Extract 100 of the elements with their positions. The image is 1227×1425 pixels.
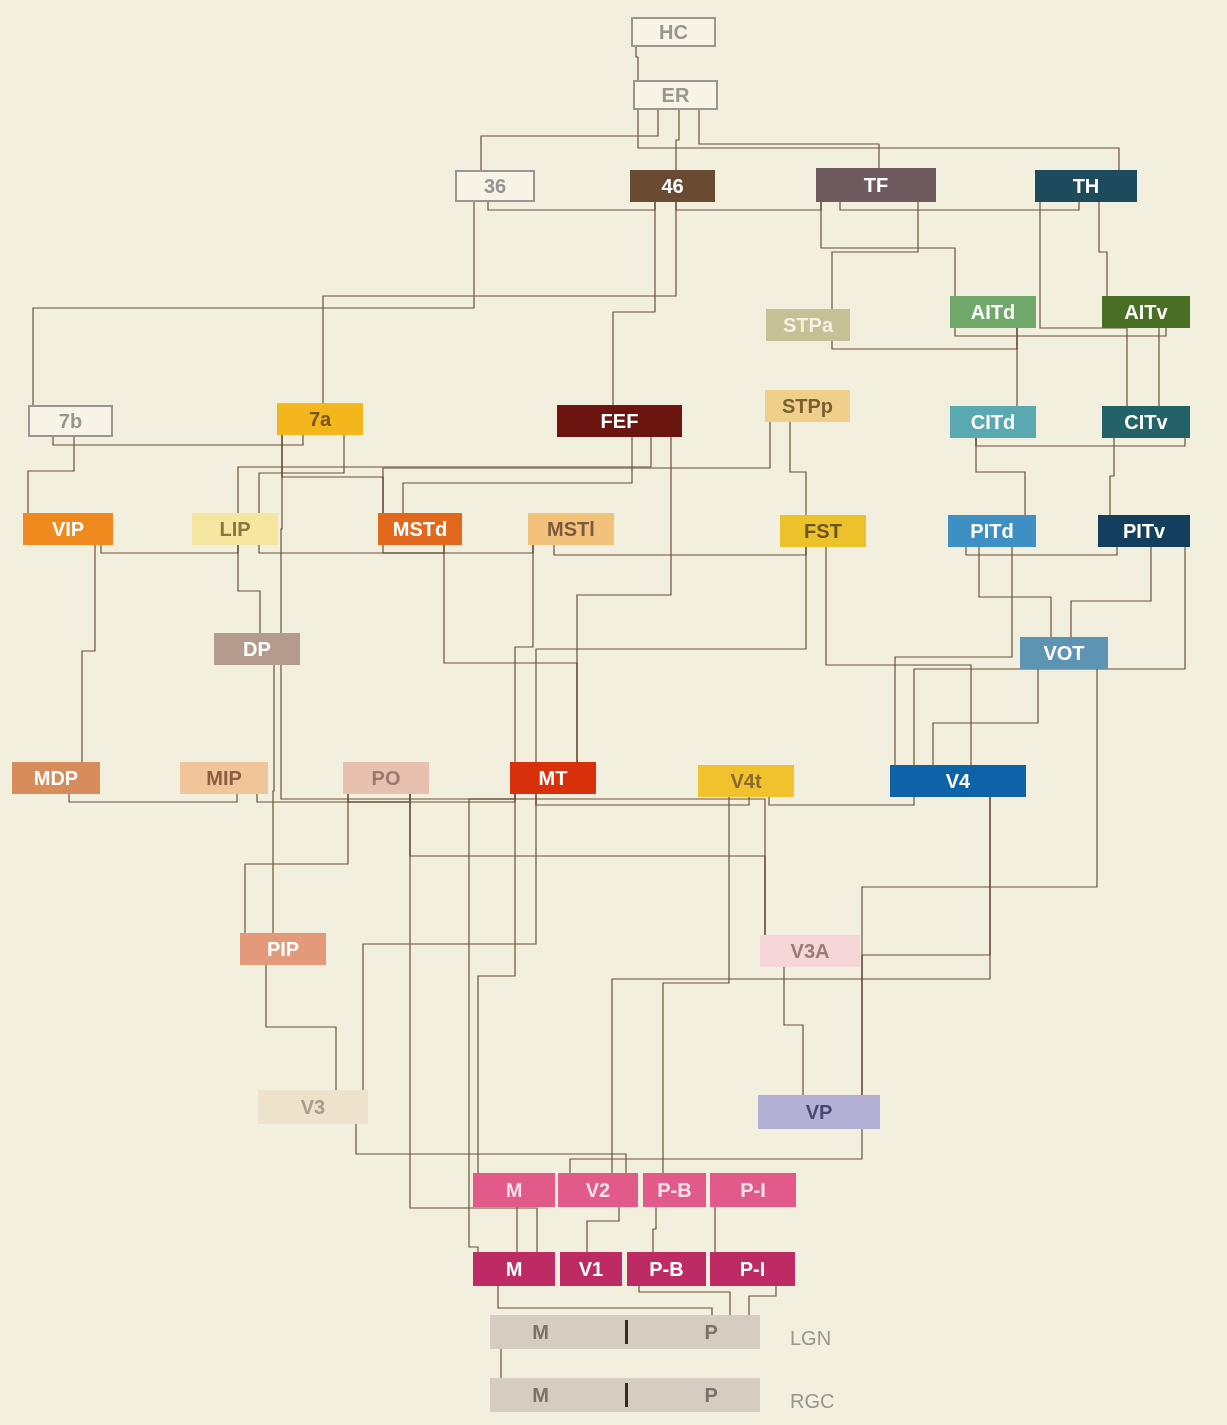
- area-label: TF: [863, 175, 889, 195]
- area-box: [558, 1173, 638, 1207]
- area-box: [528, 513, 614, 545]
- area-box: [240, 933, 326, 965]
- connection-line: [913, 546, 1186, 766]
- area-box: [643, 1173, 706, 1207]
- connection-line: [535, 546, 807, 763]
- area-box: [950, 296, 1036, 328]
- area-label: PIP: [266, 939, 300, 959]
- area-box: [490, 1315, 760, 1349]
- connection-line: [611, 796, 991, 1174]
- area-box: [890, 765, 1026, 797]
- connection-line: [1158, 327, 1160, 407]
- connection-line: [635, 46, 639, 81]
- connection-line: [1039, 201, 1128, 407]
- area-box: [948, 515, 1036, 547]
- connection-line: [32, 201, 475, 406]
- connection-line: [569, 1128, 863, 1174]
- area-label: P-B: [657, 1180, 692, 1200]
- connection-line: [480, 109, 659, 171]
- area-label: STPp: [781, 396, 834, 416]
- area-label: P: [704, 1322, 718, 1342]
- area-label: MSTd: [392, 519, 448, 539]
- connection-line: [820, 201, 956, 297]
- connection-line: [27, 436, 75, 514]
- connection-line: [652, 1206, 657, 1253]
- area-label: MIP: [206, 768, 242, 788]
- area-box: [1102, 296, 1190, 328]
- area-label: P: [704, 1385, 718, 1405]
- area-box: [473, 1252, 555, 1286]
- connection-line: [975, 437, 1186, 447]
- connection-line: [1098, 201, 1108, 297]
- area-box: [1020, 637, 1108, 669]
- area-box: [343, 762, 429, 794]
- connection-line: [637, 109, 1120, 171]
- connection-line: [978, 546, 1052, 638]
- connection-line: [954, 327, 1167, 337]
- connection-line: [586, 1206, 620, 1253]
- connection-line: [514, 544, 534, 763]
- area-label: PO: [371, 768, 401, 788]
- area-box: [765, 390, 850, 422]
- area-box: [631, 17, 716, 47]
- area-label: P-I: [740, 1180, 766, 1200]
- area-label: STPa: [783, 315, 833, 335]
- connection-line: [1070, 546, 1152, 638]
- area-label: M: [532, 1385, 549, 1405]
- area-box: [698, 765, 794, 797]
- connection-line: [516, 1206, 518, 1253]
- area-label: TH: [1072, 176, 1100, 196]
- connection-line: [748, 1285, 777, 1316]
- area-label: CITd: [970, 412, 1016, 432]
- area-label: 7b: [58, 411, 83, 431]
- area-label: FST: [804, 521, 842, 541]
- area-label: MDP: [33, 768, 79, 788]
- area-box: [780, 515, 866, 547]
- area-label: P-B: [649, 1259, 684, 1279]
- area-label: 7a: [308, 409, 332, 429]
- area-box: [258, 1090, 368, 1124]
- area-label: VOT: [1043, 643, 1085, 663]
- connection-line: [965, 546, 1118, 556]
- connection-line: [237, 544, 261, 634]
- area-box: [627, 1252, 706, 1286]
- connection-line: [932, 668, 1039, 766]
- area-box: [180, 762, 268, 794]
- area-label: V3: [300, 1097, 326, 1117]
- area-box: [277, 403, 363, 435]
- area-label: AITv: [1124, 302, 1168, 322]
- area-box: [510, 762, 596, 794]
- connection-line: [1109, 437, 1115, 516]
- connection-line: [789, 421, 807, 516]
- connection-line: [500, 1348, 502, 1379]
- area-label: 46: [661, 176, 684, 196]
- connection-line: [612, 201, 656, 406]
- area-label: V1: [578, 1259, 604, 1279]
- area-label: PITd: [970, 521, 1014, 541]
- area-label: LIP: [219, 519, 251, 539]
- area-label: M: [505, 1259, 523, 1279]
- connection-line: [382, 544, 534, 554]
- area-label: P-I: [739, 1259, 766, 1279]
- connection-line: [839, 201, 1080, 211]
- connection-line: [768, 796, 915, 806]
- area-label: DP: [243, 639, 271, 659]
- connection-line: [382, 421, 771, 514]
- area-box: [766, 309, 850, 341]
- connection-line: [322, 201, 677, 404]
- area-label: PITv: [1122, 521, 1166, 541]
- connection-line: [409, 793, 538, 1253]
- area-box: [560, 1252, 622, 1286]
- area-label: VP: [805, 1102, 833, 1122]
- area-box: [12, 762, 100, 794]
- area-box: [760, 935, 860, 967]
- area-box: [758, 1095, 880, 1129]
- area-box: [1035, 170, 1137, 202]
- connection-line: [783, 966, 804, 1096]
- area-label: V2: [585, 1180, 611, 1200]
- area-label: VIP: [51, 519, 85, 539]
- connection-line: [468, 793, 516, 1253]
- area-label: 36: [483, 176, 507, 196]
- area-box: [630, 170, 715, 202]
- area-label: M: [532, 1322, 549, 1342]
